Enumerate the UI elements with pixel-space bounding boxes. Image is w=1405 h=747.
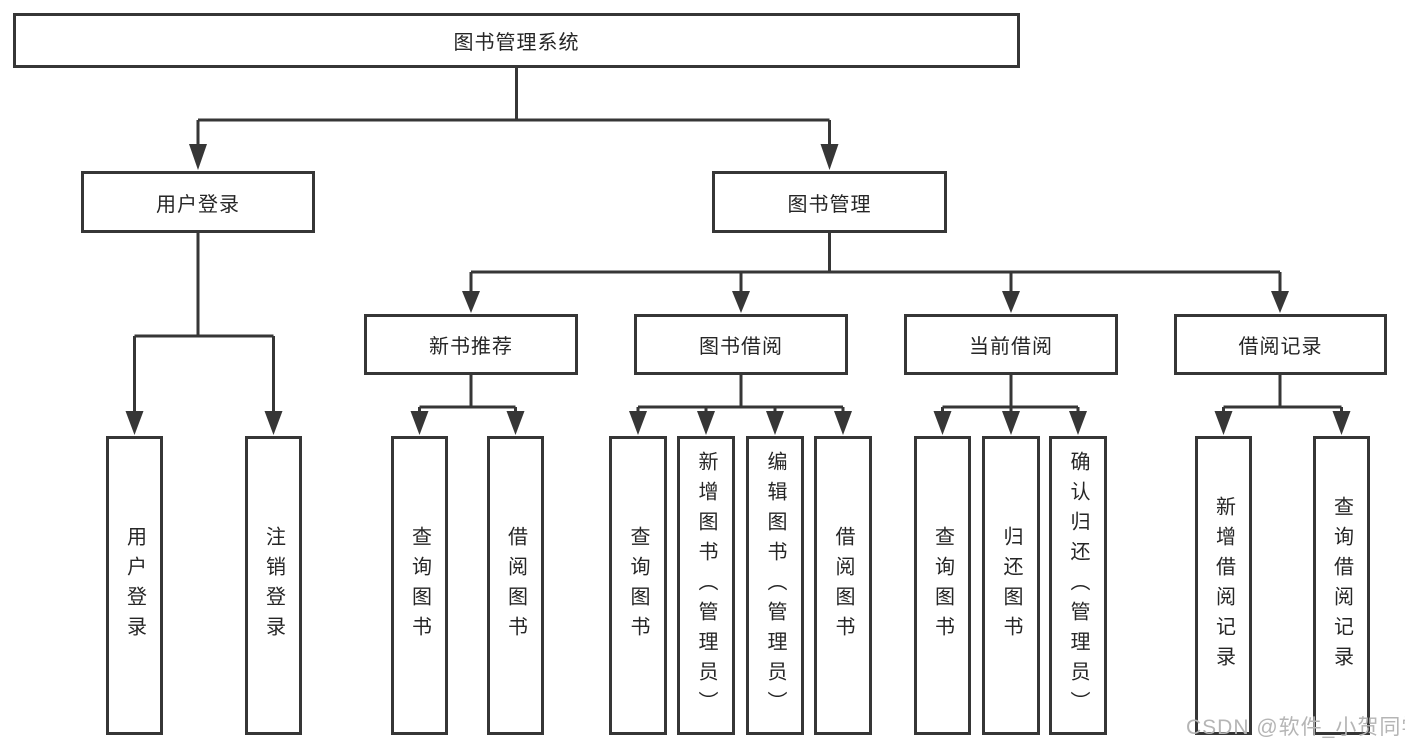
leaf-record-query: 查询借阅记录	[1313, 436, 1370, 735]
arrowheads	[125, 144, 1351, 435]
node-root: 图书管理系统	[13, 13, 1020, 68]
leaf-record-add: 新增借阅记录	[1195, 436, 1252, 735]
leaf-bookborrow-borrow: 借阅图书	[814, 436, 872, 735]
leaf-logout: 注销登录	[245, 436, 302, 735]
leaf-bookborrow-query: 查询图书	[609, 436, 667, 735]
leaf-currentborrow-query: 查询图书	[914, 436, 971, 735]
leaf-newbook-borrow: 借阅图书	[487, 436, 544, 735]
node-book-borrow: 图书借阅	[634, 314, 848, 375]
node-book-management: 图书管理	[712, 171, 947, 233]
leaf-user-login: 用户登录	[106, 436, 163, 735]
node-borrow-record: 借阅记录	[1174, 314, 1387, 375]
leaf-newbook-query: 查询图书	[391, 436, 448, 735]
node-current-borrow: 当前借阅	[904, 314, 1118, 375]
leaf-currentborrow-return: 归还图书	[982, 436, 1040, 735]
leaf-bookborrow-add: 新增图书（管理员）	[677, 436, 735, 735]
node-new-book-recommend: 新书推荐	[364, 314, 578, 375]
csdn-watermark: CSDN @软件_小贺同学	[1186, 716, 1405, 739]
node-user-login: 用户登录	[81, 171, 315, 233]
leaf-currentborrow-confirm: 确认归还（管理员）	[1049, 436, 1107, 735]
leaf-bookborrow-edit: 编辑图书（管理员）	[746, 436, 804, 735]
